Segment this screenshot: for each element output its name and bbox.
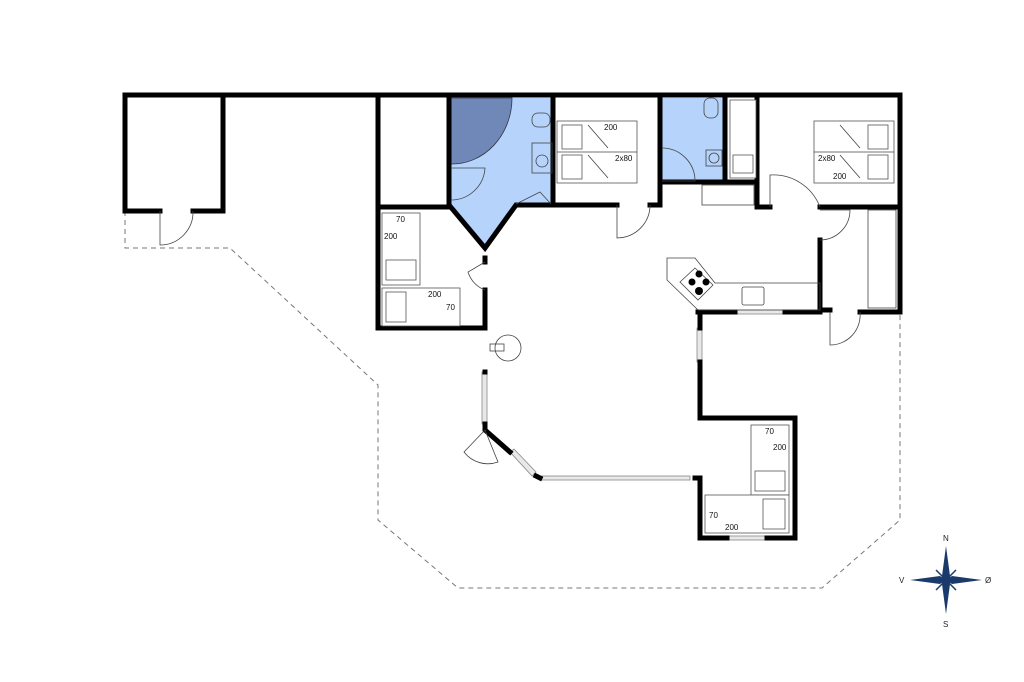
bed-label: 70 — [396, 215, 405, 224]
compass-east: Ø — [985, 576, 991, 585]
shower-area — [450, 97, 513, 165]
bed-label: 2x80 — [615, 154, 633, 163]
bed-label: 200 — [833, 172, 847, 181]
kitchen-counter — [666, 257, 821, 311]
bed-label: 70 — [446, 303, 455, 312]
stove — [679, 267, 714, 301]
bed-label: 200 — [428, 290, 442, 299]
walls — [122, 92, 903, 541]
terrace-outline — [124, 211, 901, 589]
beds — [381, 99, 895, 534]
compass-rose-icon — [910, 546, 982, 614]
bed-label: 200 — [725, 523, 739, 532]
fixtures — [531, 97, 897, 311]
bed-label: 200 — [384, 232, 398, 241]
doors — [159, 147, 861, 465]
compass-south: S — [943, 620, 948, 629]
bed-label: 200 — [773, 443, 787, 452]
wc-floor — [662, 98, 724, 181]
bed-label: 70 — [765, 427, 774, 436]
compass-west: V — [899, 576, 905, 585]
kitchen-sink — [741, 286, 765, 306]
bed-label: 70 — [709, 511, 718, 520]
bed-label: 2x80 — [818, 154, 836, 163]
compass-north: N — [943, 534, 949, 543]
bed-label: 200 — [604, 123, 618, 132]
